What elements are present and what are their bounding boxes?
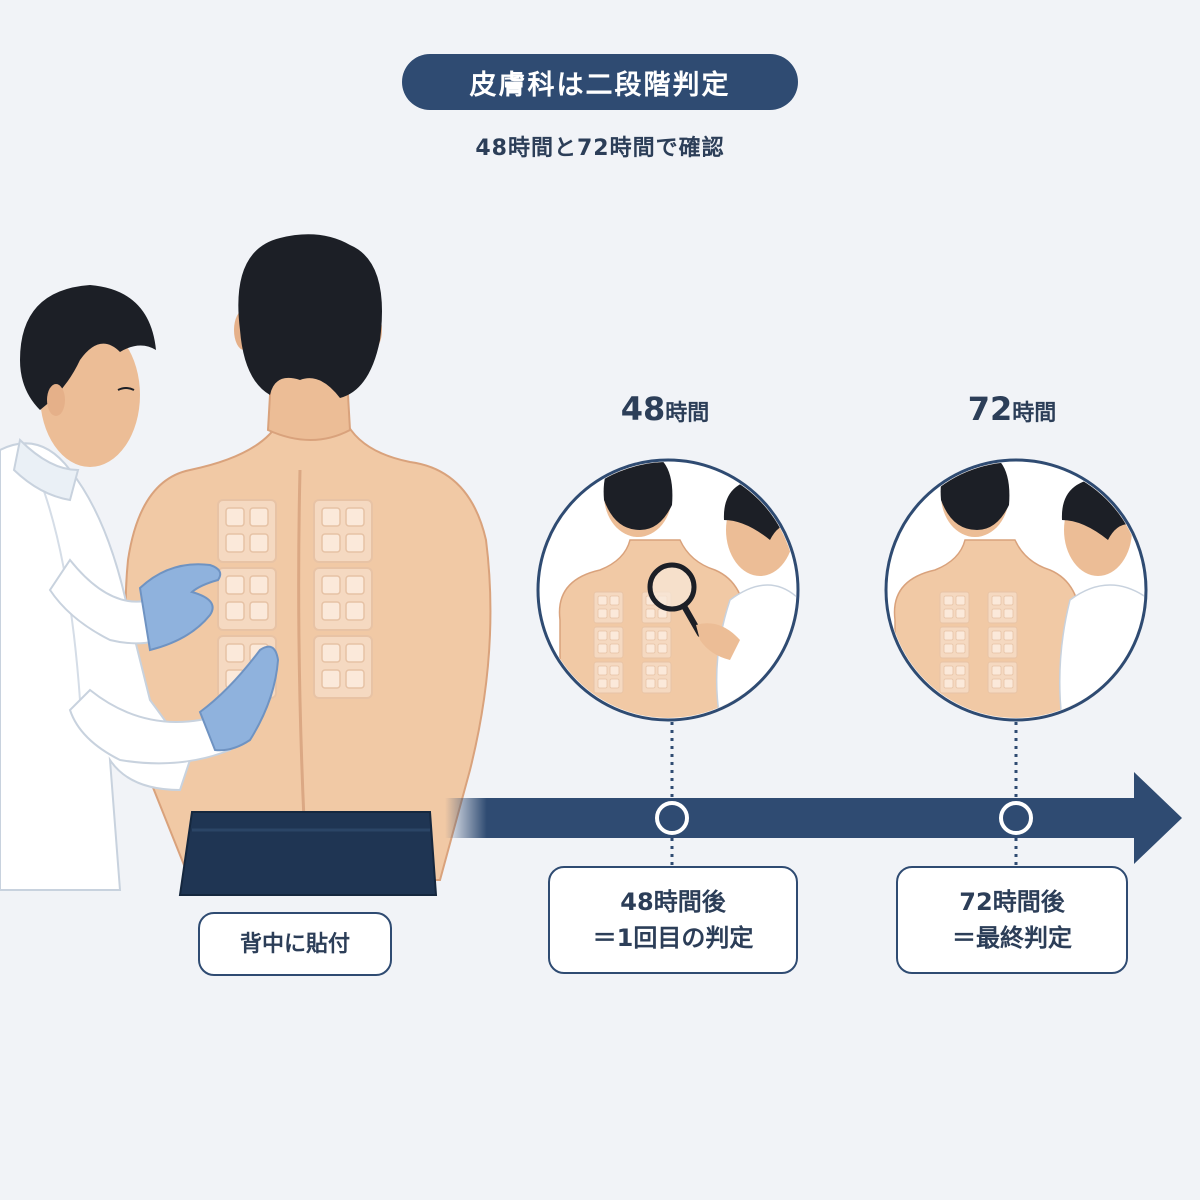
page-title-text: 皮膚科は二段階判定 <box>469 69 731 101</box>
timeline-arrow <box>445 772 1182 864</box>
inspection-circle-48 <box>536 458 800 722</box>
first-judgement-line1: 48時間後 <box>620 888 726 916</box>
doctor-figure <box>0 285 280 891</box>
final-judgement-line1: 72時間後 <box>959 888 1065 916</box>
patient-figure <box>124 234 492 896</box>
timeline-node-72 <box>999 801 1033 835</box>
hour-label-72-unit: 時間 <box>1012 401 1057 426</box>
hour-label-48-unit: 時間 <box>665 401 710 426</box>
hour-label-72-number: 72 <box>967 390 1013 428</box>
timeline-node-48 <box>655 801 689 835</box>
hour-label-48: 48時間 <box>565 390 765 428</box>
apply-label-box: 背中に貼付 <box>198 912 392 976</box>
first-judgement-box: 48時間後 ＝1回目の判定 <box>548 866 798 974</box>
page-title: 皮膚科は二段階判定 <box>402 54 798 110</box>
hour-label-72: 72時間 <box>912 390 1112 428</box>
final-judgement-box: 72時間後 ＝最終判定 <box>896 866 1128 974</box>
page-subtitle: 48時間と72時間で確認 <box>475 136 725 161</box>
apply-label: 背中に貼付 <box>239 931 350 957</box>
inspection-circle-72 <box>884 458 1148 722</box>
hour-label-48-number: 48 <box>620 390 666 428</box>
final-judgement-line2: ＝最終判定 <box>952 924 1072 952</box>
first-judgement-line2: ＝1回目の判定 <box>592 924 754 952</box>
